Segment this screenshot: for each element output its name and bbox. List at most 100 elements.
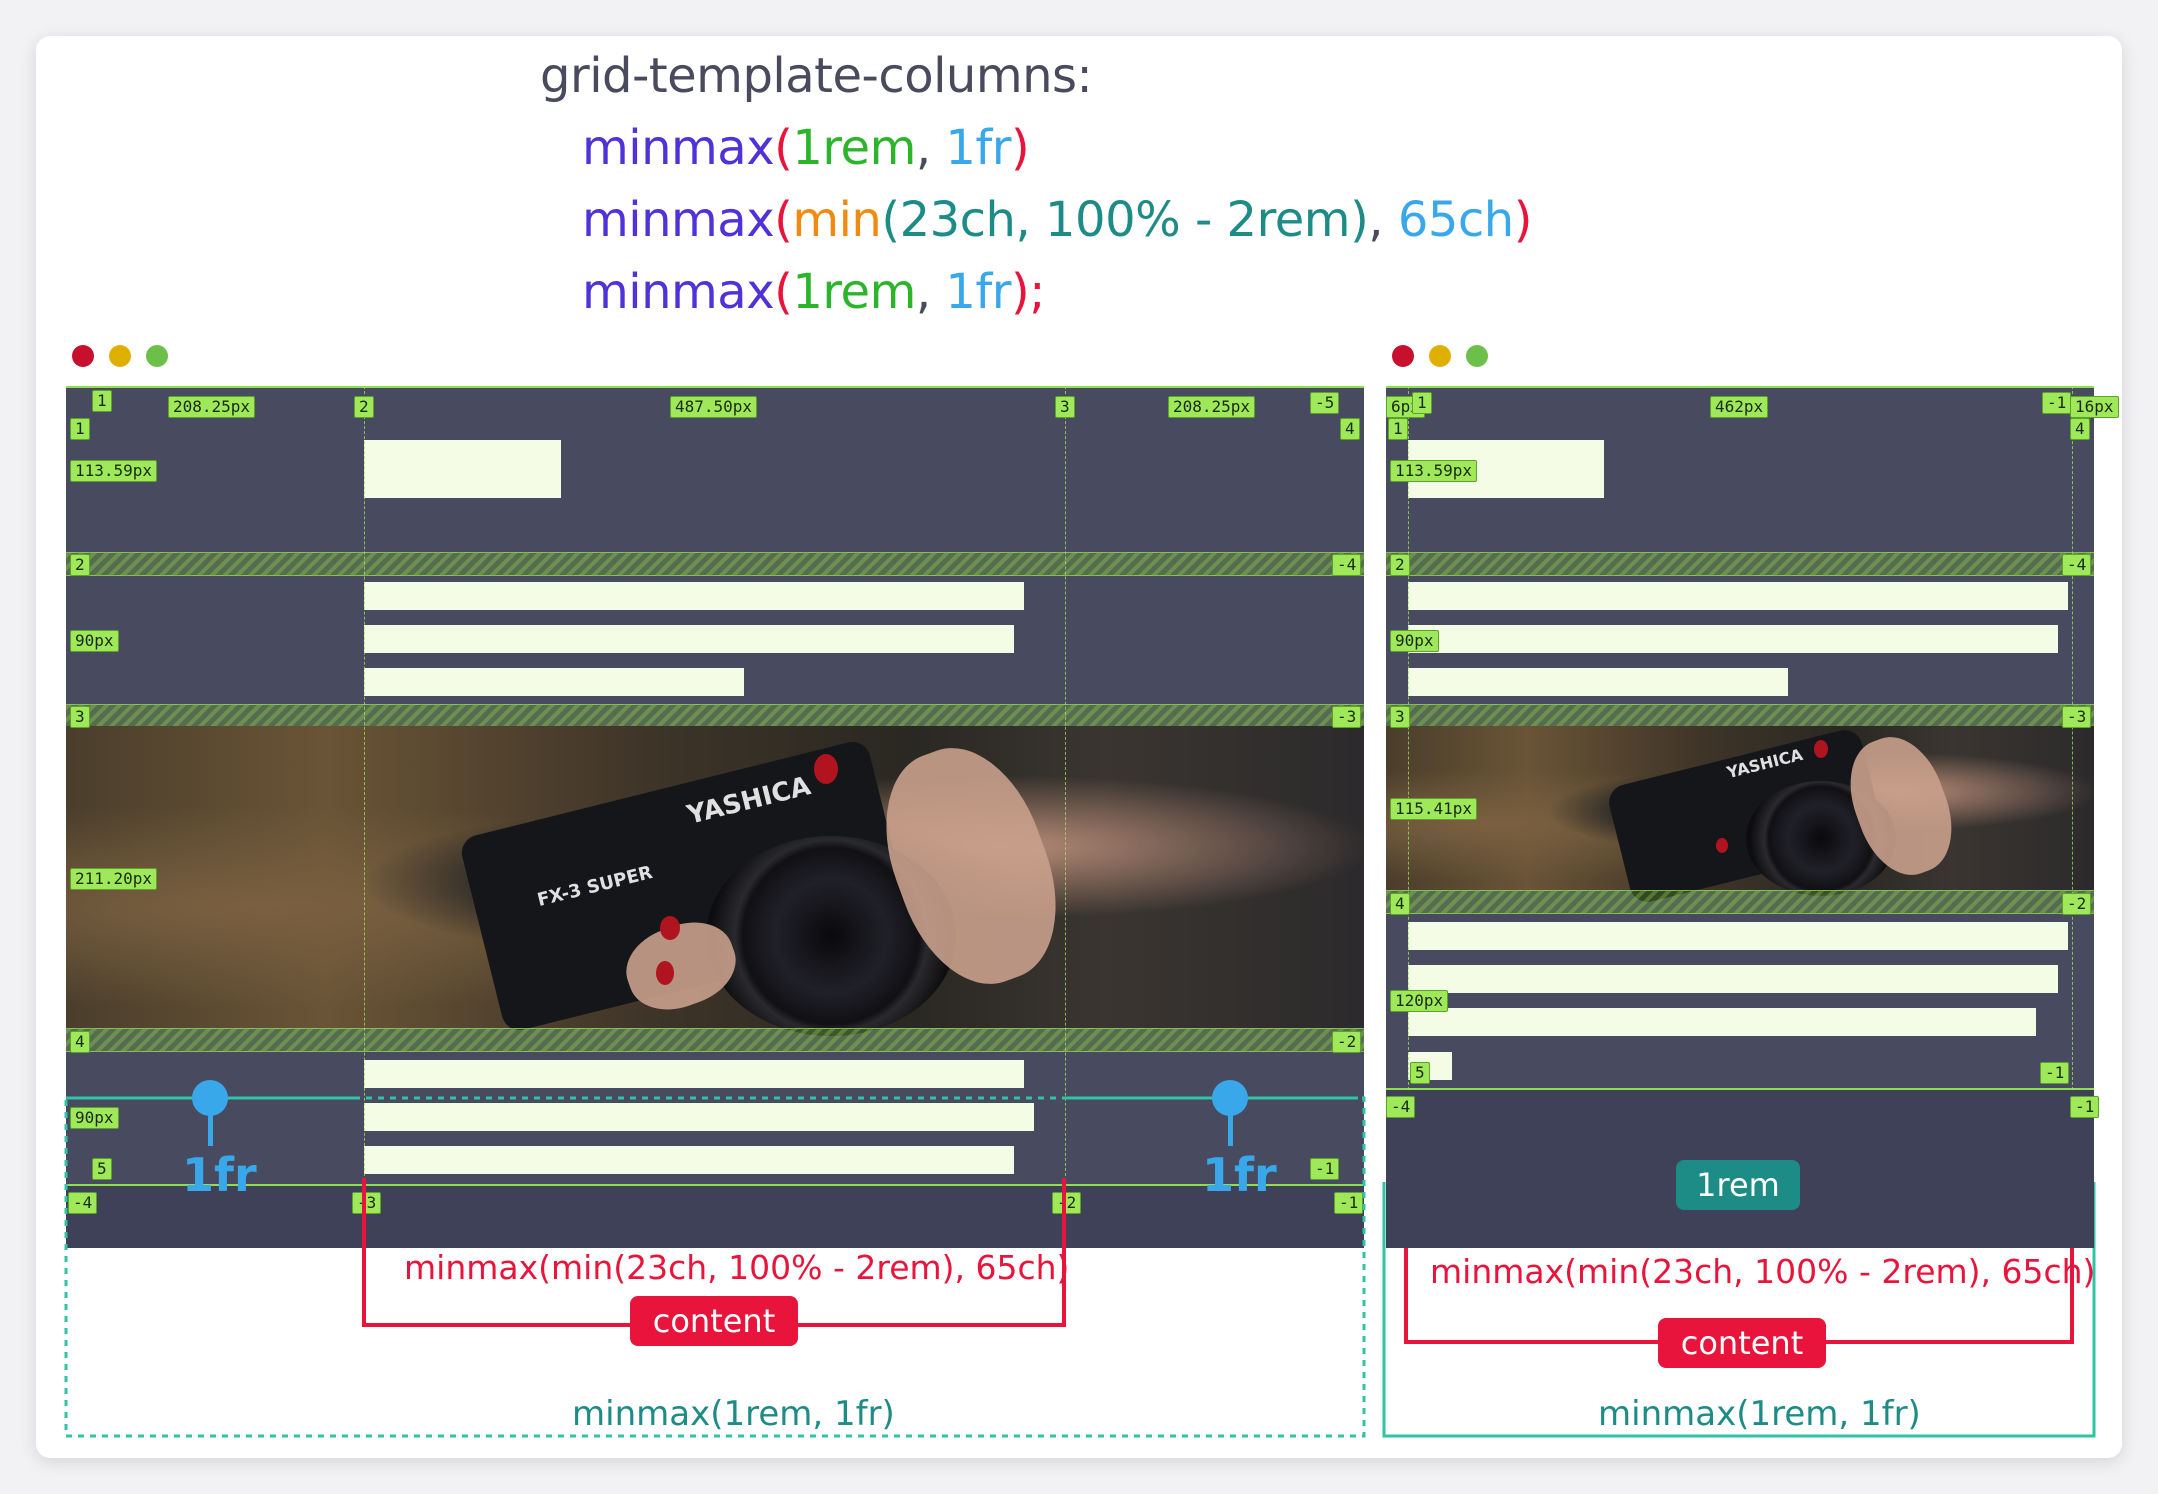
code-fn: minmax [582, 120, 775, 176]
grid-bottom-line [1386, 1088, 2094, 1090]
outer-track-bracket [64, 1096, 1366, 1438]
code-paren: ) [1350, 192, 1369, 248]
body-padding-area [66, 1186, 1364, 1248]
title-placeholder [364, 440, 561, 498]
grid-line-number-tag: -3 [352, 1192, 382, 1214]
text-line-placeholder [1408, 922, 2068, 950]
grid-line-number-tag: -3 [2062, 706, 2092, 728]
grid-line-number-tag: 3 [1055, 396, 1075, 418]
text-line-placeholder [1408, 625, 2058, 653]
content-badge: content [630, 1296, 798, 1346]
row-gap-band [66, 552, 1364, 576]
text-line-placeholder [364, 1146, 1014, 1174]
window-minimize-dot[interactable] [1429, 345, 1451, 367]
row-gap-band [1386, 552, 2094, 576]
grid-line-number-tag: 3 [70, 706, 90, 728]
text-line-placeholder [364, 582, 1024, 610]
grid-line-number-tag: -2 [2062, 893, 2092, 915]
code-line-property: grid-template-columns: [540, 40, 1532, 112]
fingernail [660, 916, 680, 940]
grid-line-number-tag: 3 [1390, 706, 1410, 728]
camera-photo: YASHICA FX-3 SUPER [66, 726, 1364, 1036]
grid-line-number-tag: -1 [2070, 1096, 2100, 1118]
grid-line-number-tag: -4 [1386, 1096, 1416, 1118]
fr-pin-stem [1228, 1112, 1233, 1146]
window-maximize-dot[interactable] [146, 345, 168, 367]
content-badge: content [1658, 1318, 1826, 1368]
grid-line-number-tag: 4 [1390, 893, 1410, 915]
window-close-dot[interactable] [1392, 345, 1414, 367]
code-comma: , [1368, 192, 1398, 248]
column-size-tag: 208.25px [168, 396, 256, 418]
grid-line-number-tag: 4 [1340, 418, 1360, 440]
grid-line-number-tag: -1 [1310, 1158, 1340, 1180]
fr-pin-stem [208, 1112, 213, 1146]
fr-pin-head [192, 1080, 228, 1116]
column-size-tag: 462px [1710, 396, 1769, 418]
text-line-placeholder [1408, 965, 2058, 993]
text-line-placeholder [364, 1060, 1024, 1088]
text-line-placeholder [364, 1103, 1034, 1131]
text-line-placeholder [364, 625, 1014, 653]
column-size-tag: 16px [2070, 396, 2119, 418]
camera-photo: YASHICA [1386, 724, 2094, 906]
row-size-tag: 120px [1390, 990, 1449, 1012]
grid-line-number-tag: 4 [2070, 418, 2090, 440]
column-size-tag: 208.25px [1168, 396, 1256, 418]
grid-line-number-tag: -3 [1332, 706, 1362, 728]
grid-line-number-tag: -2 [1052, 1192, 1082, 1214]
code-comma: , [915, 264, 946, 320]
grid-line-number-tag: 5 [1410, 1062, 1430, 1084]
grid-line-number-tag: 2 [354, 396, 374, 418]
window-close-dot[interactable] [72, 345, 94, 367]
code-paren: ( [774, 264, 793, 320]
row-size-tag: 90px [70, 630, 119, 652]
fingernail [1814, 740, 1828, 758]
window-minimize-dot[interactable] [109, 345, 131, 367]
code-colon: : [1076, 48, 1093, 104]
grid-line-number-tag: -5 [1310, 392, 1340, 414]
column-line [1408, 386, 1409, 1090]
code-paren: ( [774, 192, 793, 248]
grid-line-number-tag: -4 [1332, 554, 1362, 576]
grid-line-number-tag: -4 [68, 1192, 98, 1214]
grid-top-line [1386, 386, 2094, 388]
fingernail [656, 961, 674, 985]
grid-line-number-tag: -1 [2042, 392, 2072, 414]
grid-line-number-tag: 4 [70, 1031, 90, 1053]
row-size-tag: 211.20px [70, 868, 158, 890]
code-arg-max: 1fr [945, 264, 1012, 320]
text-line-placeholder [1408, 1008, 2036, 1036]
column-line [364, 386, 365, 1186]
grid-line-number-tag: 1 [92, 390, 112, 412]
code-paren: ); [1011, 264, 1045, 320]
code-arg-min: 1rem [792, 120, 916, 176]
code-inner-args: 23ch, 100% - 2rem [899, 192, 1351, 248]
code-fn: minmax [582, 264, 775, 320]
outer-rule-label: minmax(1rem, 1fr) [1598, 1394, 1921, 1434]
grid-line-number-tag: -1 [1334, 1192, 1364, 1214]
text-line-placeholder [1408, 668, 1788, 696]
fingernail [1716, 838, 1728, 853]
right-browser-viewport: YASHICA [1386, 386, 2094, 1248]
content-rule-label: minmax(min(23ch, 100% - 2rem), 65ch) [404, 1248, 1070, 1287]
code-paren: ) [1513, 192, 1533, 248]
text-line-placeholder [364, 668, 744, 696]
row-size-tag: 113.59px [1390, 460, 1478, 482]
window-maximize-dot[interactable] [1466, 345, 1488, 367]
row-size-tag: 90px [70, 1107, 119, 1129]
content-rule-label: minmax(min(23ch, 100% - 2rem), 65ch) [1430, 1252, 2096, 1291]
column-size-tag: 487.50px [670, 396, 758, 418]
code-arg-max: 65ch [1397, 192, 1514, 248]
left-browser-viewport: YASHICA FX-3 SUPER [66, 386, 1364, 1248]
grid-line-number-tag: 2 [70, 554, 90, 576]
code-paren: ( [774, 120, 793, 176]
outer-track-bracket [1382, 1182, 2096, 1438]
css-code-block: grid-template-columns: minmax(1rem, 1fr)… [540, 40, 1532, 328]
row-size-tag: 113.59px [70, 460, 158, 482]
rem-badge: 1rem [1676, 1160, 1800, 1210]
code-line-1: minmax(1rem, 1fr) [540, 112, 1532, 184]
fr-label: 1fr [182, 1148, 257, 1202]
grid-line-number-tag: 2 [1390, 554, 1410, 576]
outer-rule-label: minmax(1rem, 1fr) [572, 1394, 895, 1434]
